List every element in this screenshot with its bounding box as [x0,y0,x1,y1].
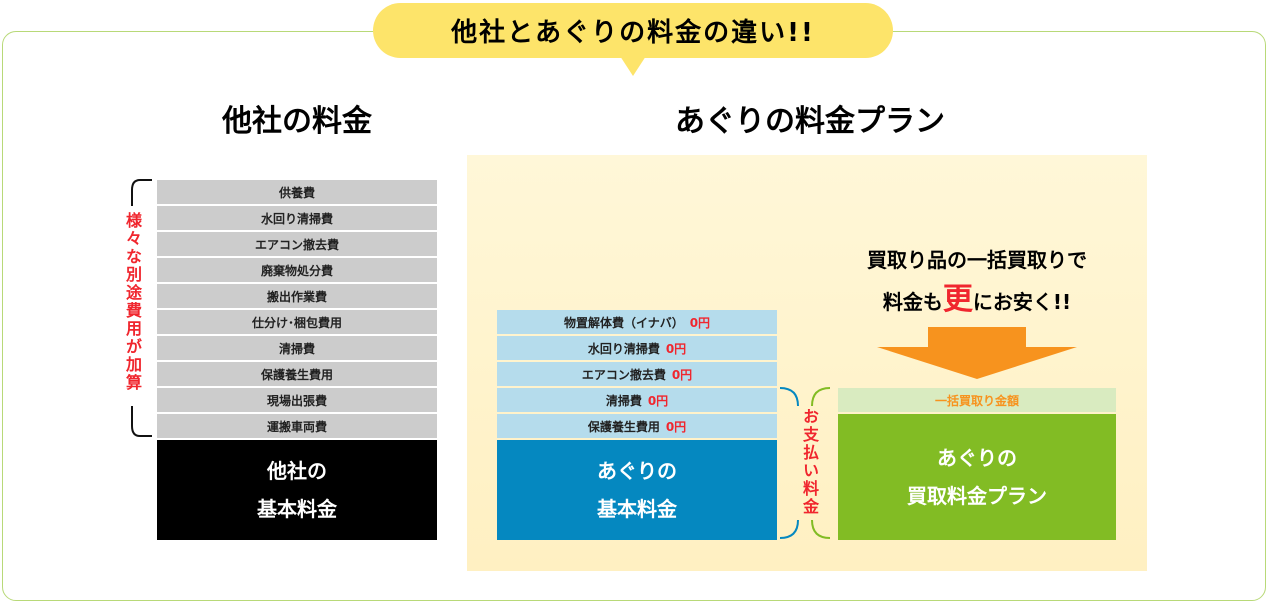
right-title: あぐりの料金プラン [675,104,945,139]
fee-price: 0円 [689,315,711,330]
fee-label: 物置解体費（イナバ） [563,315,684,330]
fee-label: 保護養生費用 [587,419,660,434]
left-bracket-icon [131,179,152,437]
fee-price: 0円 [665,341,687,356]
fee-price: 0円 [665,419,687,434]
fee-item: 保護養生費用 [157,362,437,386]
left-title: 他社の料金 [222,104,372,139]
fee-price: 0円 [647,393,669,408]
fee-item: 廃棄物処分費 [157,258,437,282]
payment-brackets-icon [779,387,831,539]
fee-item: 供養費 [157,180,437,204]
agri-purchase-plan: あぐりの 買取料金プラン [838,414,1116,540]
fee-label: 清掃費 [605,393,642,408]
fee-item: エアコン撤去費 [157,232,437,256]
fee-item: 現場出張費 [157,388,437,412]
fee-price: 0円 [671,367,693,382]
payment-label: お支払い料金 [800,408,819,516]
promo-post: にお安く!! [972,290,1072,314]
fee-item: 運搬車両費 [157,414,437,438]
other-base-fee: 他社の 基本料金 [157,440,437,540]
other-fee-list: 供養費水回り清掃費エアコン撤去費廃棄物処分費搬出作業費仕分け･梱包費用清掃費保護… [157,180,437,440]
agri-base-fee: あぐりの 基本料金 [497,440,777,540]
fee-item: 搬出作業費 [157,284,437,308]
fee-item: 仕分け･梱包費用 [157,310,437,334]
side-label-extra-fees: 様々な別途費用が加算 [123,212,142,392]
promo-pre: 料金も [882,290,943,314]
fee-item: 清掃費 0円 [497,388,777,412]
bulk-purchase-label: 一括買取り金額 [838,388,1116,412]
fee-label: エアコン撤去費 [581,367,666,382]
banner-tail [620,56,646,76]
fee-item: エアコン撤去費 0円 [497,362,777,386]
fee-item: 清掃費 [157,336,437,360]
fee-label: 水回り清掃費 [587,341,660,356]
fee-item: 水回り清掃費 0円 [497,336,777,360]
banner-title: 他社とあぐりの料金の違い!! [373,3,893,58]
down-arrow-icon [877,327,1077,379]
promo-emphasis: 更 [942,282,973,317]
promo-text: 買取り品の一括買取りで 料金も更にお安く!! [820,240,1134,322]
fee-item: 保護養生費用 0円 [497,414,777,438]
fee-item: 物置解体費（イナバ） 0円 [497,310,777,334]
promo-line-1: 買取り品の一括買取りで [867,248,1087,272]
fee-item: 水回り清掃費 [157,206,437,230]
